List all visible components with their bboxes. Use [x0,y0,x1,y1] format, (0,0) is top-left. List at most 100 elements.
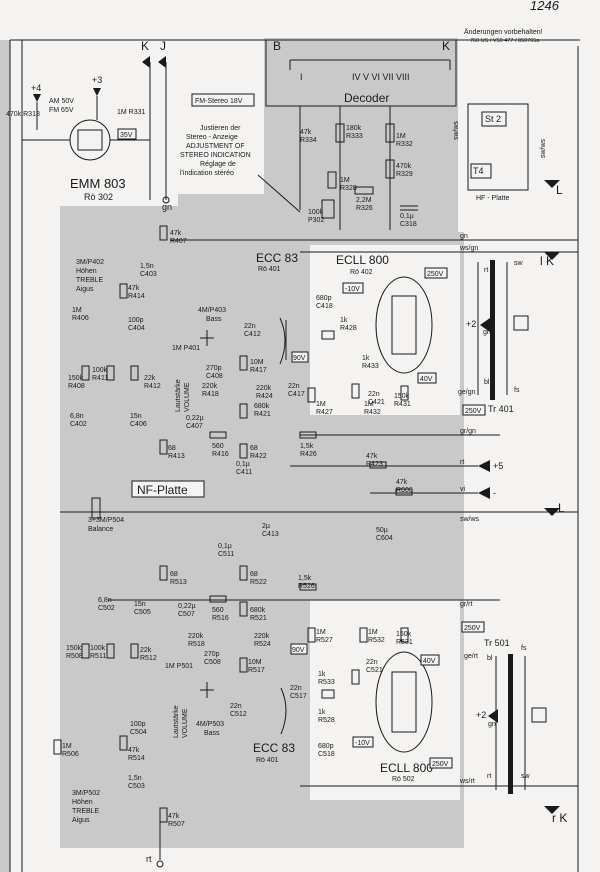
emm-35v: 35V [120,132,133,139]
emm-am-voltage: AM 50V [49,98,74,105]
tr501-rt: rt [487,773,491,780]
lower-ecc83-label: ECC 83 [253,741,295,755]
p402-aigus: Aigus [76,286,94,293]
wire-gr-rt: gr/rt [460,601,473,608]
connector-l1: L [556,183,563,197]
upper-minus10v: -10V [345,286,360,293]
plus4-label: +4 [31,83,41,93]
upper-plus2-label: +2 [466,319,476,329]
tr401-label: Tr 401 [488,404,514,414]
p403-bass: Bass [206,316,222,323]
lower-gn-label: gn [488,721,496,728]
p502-treble: TREBLE [72,808,100,815]
sw-ws-label-1: sw/ws [453,120,460,140]
minus-label: - [493,488,496,498]
lower-ge-rt: ge/rt [464,653,478,660]
hf-platte-label: HF - Platte [476,195,510,202]
p502-label: 3M/P502 [72,790,100,797]
p501-lautstarke: Lautstärke [173,705,180,738]
connector-rk: r K [552,811,567,825]
upper-ecll800-label: ECLL 800 [336,253,389,267]
wire-ws-gn: ws/gn [459,245,478,252]
nf-platte-label: NF-Platte [137,483,188,497]
connector-lk: l K [540,254,554,268]
nf-platte-box [131,480,205,498]
tr401-bl: bl [484,379,490,386]
adjust-note-line3: ADJUSTMENT OF [186,143,245,150]
emm803-tube-symbol [69,119,111,161]
upper-ecll800-ref: Rö 402 [350,269,373,276]
lower-250v-a: 250V [464,625,481,632]
p401-volume: VOLUME [184,382,191,412]
upper-gn-label: gn [483,329,491,336]
wire-vi: vi [460,486,466,493]
left-board-edge [0,40,10,872]
lower-ecc83-ref: Rö 401 [256,757,279,764]
t4-label: T4 [473,166,484,176]
p501-volume: VOLUME [182,708,189,738]
decoder-roman-right: IV V VI VII VIII [352,72,410,82]
p503-label: 4M/P503 [196,721,224,728]
lower-90v: 90V [292,647,305,654]
fm-stereo-label: FM-Stereo 18V [195,98,243,105]
wire-ws-rt: ws/rt [459,778,475,785]
lower-ecll800-label: ECLL 800 [380,761,433,775]
tr501-core [508,654,513,794]
p502-aigus: Aigus [72,817,90,824]
st2-label: St 2 [485,114,501,124]
lower-ecll800-tube [375,651,433,753]
p501-label: 1M P501 [165,663,193,670]
upper-40v: 40V [420,376,433,383]
upper-250v-a: 250V [427,271,444,278]
p402-hohen: Höhen [76,268,97,275]
p402-label: 3M/P402 [76,259,104,266]
plus3-label: +3 [92,75,102,85]
bottom-rt-label: rt [146,854,152,864]
adjust-note-line1: Justieren der [200,125,241,132]
connector-b: B [273,39,281,53]
balance-pot-label: 3+3M/P504 [88,517,124,524]
decoder-box [265,39,457,107]
upper-90v: 90V [293,355,306,362]
plus5-label: +5 [493,461,503,471]
lower-250v-b: 250V [432,761,449,768]
connector-k2: K [442,39,450,53]
adjust-note-line2: Stereo - Anzeige [186,134,238,141]
tr501-fs: fs [521,645,527,652]
